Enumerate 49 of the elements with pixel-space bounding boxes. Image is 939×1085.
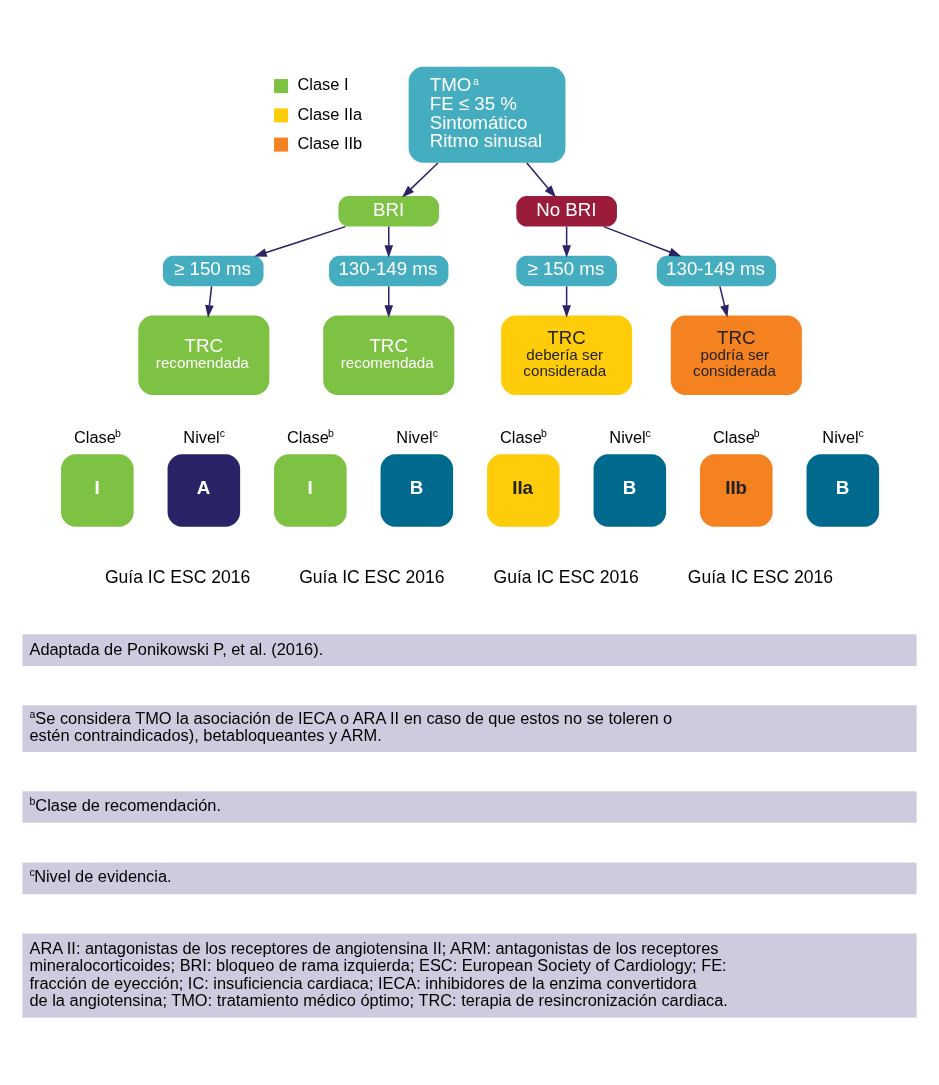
arrow: [254, 225, 347, 257]
legend-label: Clase IIa: [297, 104, 363, 123]
node-label: Nivel$^{c}$: [396, 426, 438, 446]
node-box: B: [806, 454, 880, 527]
node-label: Clase$^{b}$: [499, 426, 547, 446]
arrow: [719, 285, 729, 318]
node-box: I: [274, 454, 347, 527]
label: $^{c}$Nivel de evidencia.: [29, 866, 172, 886]
node-box: A: [167, 454, 241, 527]
node-box: TRC debería ser considerada: [501, 315, 633, 396]
node-label: Nivel$^{c}$: [609, 426, 651, 446]
arrow: [562, 285, 571, 318]
node-label: Clase$^{b}$: [73, 426, 121, 446]
arrow: [562, 225, 571, 258]
node-label: Nivel$^{c}$: [822, 426, 864, 446]
label: ARA II: antagonistas de los receptores de angiotensina II; ARM: antagonistas de los receptores mineralocorticoides; BRI: bloqueo de rama izquierda; ESC: European Society of Cardiology; FE: fracción de eyección; IC: insuficiencia cardiaca; IECA: inhibidores de la enzima convertidora de la angiotensina; TMO: tratamiento médico óptimo; TRC: terapia de resincronización cardiaca.: [29, 938, 728, 1010]
node-box: 130-149 ms: [656, 255, 777, 287]
node-box: IIa: [487, 454, 560, 527]
label: Guía IC ESC 2016: [299, 566, 445, 587]
node-label: Clase$^{b}$: [286, 426, 334, 446]
arrow: [205, 285, 214, 318]
label: Adaptada de Ponikowski P, et al. (2016).: [29, 640, 324, 659]
node-label: Clase$^{b}$: [712, 426, 760, 446]
label: $^{b}$Clase de recomendación.: [29, 794, 222, 814]
node-box: 130-149 ms: [329, 255, 449, 287]
node-box: BRI: [338, 196, 440, 227]
node-box: TRC podría ser considerada: [670, 315, 802, 396]
node-box: IIb: [700, 454, 773, 527]
arrow: [402, 162, 439, 198]
node-box: B: [380, 454, 454, 527]
node-box: No BRI: [516, 196, 617, 227]
label: Guía IC ESC 2016: [687, 566, 834, 587]
node-box: ≥ 150 ms: [516, 255, 617, 287]
node-box: I: [61, 454, 134, 527]
node-box: TMO$^{a}$ FE ≤ 35 % Sintomático Ritmo sinusal: [408, 66, 566, 163]
node-label: Nivel$^{c}$: [183, 426, 225, 446]
label: $^{a}$Se considera TMO la asociación de IECA o ARA II en caso de que estos no se toleren o estén contraindicados), betabloqueantes y ARM.: [29, 708, 673, 744]
legend-label: Clase I: [297, 75, 349, 94]
arrow: [602, 225, 682, 257]
label: Guía IC ESC 2016: [104, 566, 251, 587]
node-box: B: [593, 454, 667, 527]
node-box: TRC recomendada: [323, 315, 455, 396]
legend-label: Clase IIb: [297, 133, 363, 152]
node-box: TRC recomendada: [138, 315, 270, 396]
arrow: [384, 285, 394, 318]
node-box: ≥ 150 ms: [162, 255, 264, 287]
arrow: [384, 225, 394, 258]
label: Guía IC ESC 2016: [493, 566, 639, 587]
arrow: [526, 162, 557, 198]
